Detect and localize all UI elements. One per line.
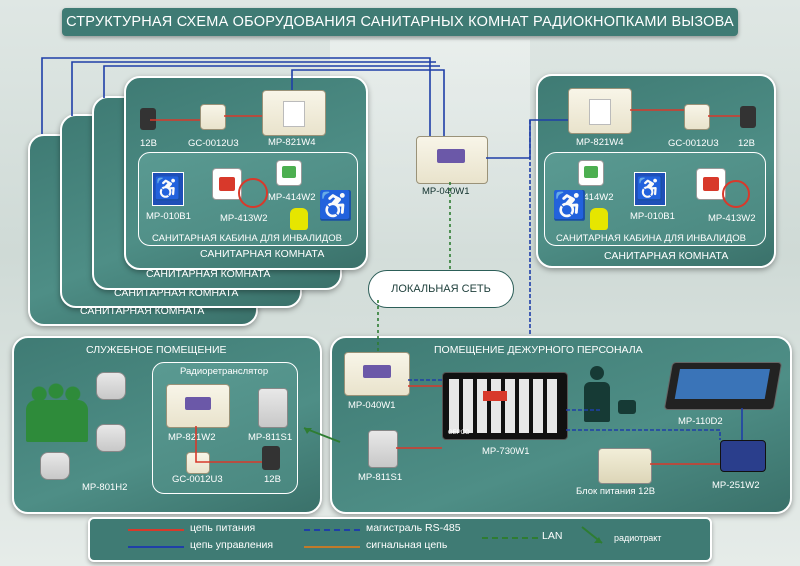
repeater-lamp-device [166, 384, 230, 428]
room-label-4: САНИТАРНАЯ КОМНАТА [80, 305, 205, 317]
right-lamp-device [568, 88, 632, 134]
toilet-icon [290, 208, 308, 230]
room-label-2: САНИТАРНАЯ КОМНАТА [146, 268, 271, 280]
right-cabin-label: САНИТАРНАЯ КАБИНА ДЛЯ ИНВАЛИДОВ [556, 233, 746, 244]
legend-control-label: цепь управления [190, 539, 274, 551]
watches-label: MP-801H2 [82, 482, 128, 493]
right-green-cancel-button [578, 160, 604, 186]
psu-label: Блок питания 12В [576, 486, 656, 497]
room-label-1: САНИТАРНАЯ КОМНАТА [200, 248, 325, 260]
legend-lan-label: LAN [542, 530, 563, 542]
repeater-bridge-label: GC-0012U3 [172, 474, 223, 485]
right-lamp-label: MP-821W4 [576, 137, 624, 148]
right-pull-cord-icon [722, 180, 750, 208]
right-power-label: 12В [738, 138, 755, 149]
legend-radio-label: радиотракт [614, 533, 662, 543]
left-power-label: 12В [140, 138, 157, 149]
left-cabin-label: САНИТАРНАЯ КАБИНА ДЛЯ ИНВАЛИДОВ [152, 233, 342, 244]
wrist-pager-device [96, 372, 126, 400]
right-power-adapter-icon [740, 106, 756, 128]
left-bridge-label: GC-0012U3 [188, 138, 239, 149]
repeater-lamp-label: MP-821W2 [168, 432, 216, 443]
duty-room-title: ПОМЕЩЕНИЕ ДЕЖУРНОГО ПЕРСОНАЛА [434, 344, 643, 356]
legend-lan-line [482, 537, 538, 539]
wheelchair-user-icon: ♿ [318, 190, 353, 221]
right-green-button-label: MP-414W2 [566, 192, 614, 203]
legend-power-line [128, 529, 184, 531]
repeater-radio-label: MP-811S1 [248, 432, 293, 443]
right-disabled-sign-icon: ♿ [634, 172, 666, 206]
corridor-lamp [416, 136, 488, 184]
terminal-device [663, 362, 783, 410]
red-call-button [212, 168, 242, 200]
right-room-label: САНИТАРНАЯ КОМНАТА [604, 250, 729, 262]
call-panel-device [442, 372, 568, 440]
disabled-sign-icon: ♿ [152, 172, 184, 206]
legend-signal-label: сигнальная цепь [366, 539, 448, 551]
left-red-button-label: MP-413W2 [220, 213, 268, 224]
legend-rs485-line [304, 529, 360, 531]
legend-rs485-label: магистраль RS-485 [366, 522, 461, 534]
right-red-call-button [696, 168, 726, 200]
panel-brand-label: GEPCO [448, 430, 470, 436]
room-label-3: САНИТАРНАЯ КОМНАТА [114, 287, 239, 299]
duty-lamp-device [344, 352, 410, 396]
wrist-pager-device-2 [96, 424, 126, 452]
right-bridge-device [684, 104, 710, 130]
local-network-cloud: ЛОКАЛЬНАЯ СЕТЬ [368, 270, 514, 308]
terminal-label: MP-110D2 [678, 416, 723, 427]
repeater-power-label: 12В [264, 474, 281, 485]
wrist-pager-device-3 [40, 452, 70, 480]
legend-radio-icon [581, 526, 603, 544]
repeater-power-adapter-icon [262, 446, 280, 470]
legend: цепь питания цепь управления магистраль … [88, 517, 712, 562]
repeater-radio-device [258, 388, 288, 428]
converter-device [720, 440, 766, 472]
service-room-title: СЛУЖЕБНОЕ ПОМЕЩЕНИЕ [86, 344, 227, 356]
legend-control-line [128, 546, 184, 548]
converter-label: MP-251W2 [712, 480, 760, 491]
duty-lamp-label: MP-040W1 [348, 400, 396, 411]
pull-cord-icon [238, 178, 268, 208]
right-wheelchair-user-icon: ♿ [552, 190, 587, 221]
local-network-label: ЛОКАЛЬНАЯ СЕТЬ [391, 283, 491, 295]
desk-phone-icon [618, 400, 636, 414]
repeater-bridge-device [186, 452, 210, 474]
duty-radio-label: MP-811S1 [358, 472, 403, 483]
legend-signal-line [304, 546, 360, 548]
duty-radio-device [368, 430, 398, 468]
left-sign-label: MP-010B1 [146, 211, 191, 222]
operator-icon [578, 366, 618, 426]
psu-device [598, 448, 652, 484]
legend-power-label: цепь питания [190, 522, 256, 534]
power-adapter-icon [140, 108, 156, 130]
left-green-button-label: MP-414W2 [268, 192, 316, 203]
corridor-lamp-device [262, 90, 326, 136]
left-lamp-label: MP-821W4 [268, 137, 316, 148]
panel-label: MP-730W1 [482, 446, 530, 457]
staff-bodies-icon [26, 400, 88, 442]
page-title: СТРУКТУРНАЯ СХЕМА ОБОРУДОВАНИЯ САНИТАРНЫ… [62, 8, 738, 36]
right-sign-label: MP-010B1 [630, 211, 675, 222]
repeater-title: Радиоретранслятор [180, 366, 269, 377]
right-toilet-icon [590, 208, 608, 230]
right-bridge-label: GC-0012U3 [668, 138, 719, 149]
green-cancel-button [276, 160, 302, 186]
corridor-lamp-label: MP-040W1 [422, 186, 470, 197]
right-red-button-label: MP-413W2 [708, 213, 756, 224]
bridge-device [200, 104, 226, 130]
